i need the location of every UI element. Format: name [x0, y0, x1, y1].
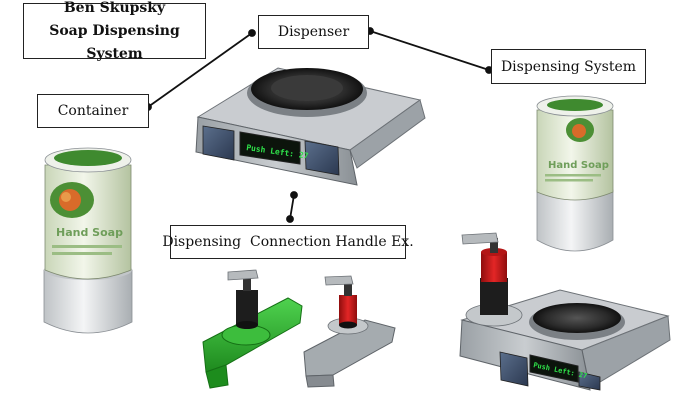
container-product-name: Hand Soap [56, 226, 123, 239]
system-container: Hand Soap [536, 95, 614, 252]
handle-label: Dispensing Connection Handle Ex. [162, 225, 414, 259]
title-line-1: Ben Skupsky [63, 0, 166, 16]
dispenser-label: Dispenser [258, 15, 369, 49]
title-box: Ben Skupsky Soap Dispensing System [23, 0, 206, 62]
gray-handle [303, 275, 396, 388]
leader-lines [144, 27, 493, 223]
title-line-2: Soap Dispensing System [49, 22, 180, 62]
green-handle [202, 269, 303, 389]
assembled-system: Push Left: 27 [459, 232, 671, 391]
container-unit: Hand Soap [43, 147, 133, 334]
system-product-name: Hand Soap [548, 160, 609, 171]
container-label: Container [37, 94, 149, 128]
dispenser-unit: Push Left: 27 [195, 67, 426, 186]
dispensing-system-label: Dispensing System [491, 49, 646, 84]
